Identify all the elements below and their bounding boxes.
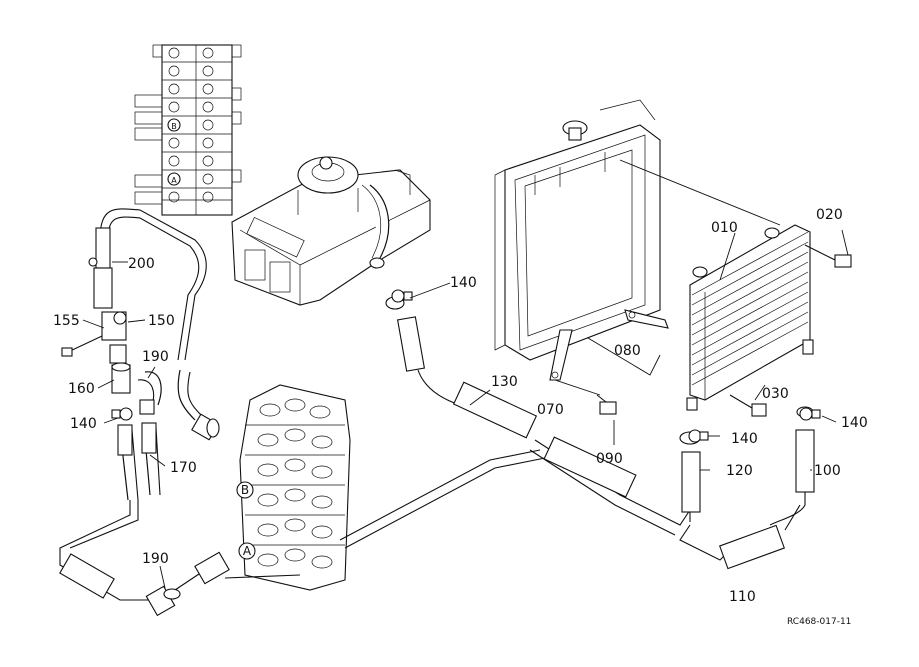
pipe-110	[224, 449, 801, 579]
label-130: 130	[491, 374, 518, 390]
hose-130	[385, 296, 691, 536]
label-160: 160	[68, 381, 95, 397]
hose-clamp-140-left	[111, 407, 133, 421]
inset-port-b-letter: B	[171, 122, 177, 131]
hoses-170	[59, 422, 161, 601]
bolt-020	[804, 244, 852, 268]
label-140-right: 140	[841, 415, 868, 431]
inset-port-a-circle	[167, 172, 181, 186]
label-140-left: 140	[70, 416, 97, 432]
bolt-090	[596, 394, 617, 415]
label-020: 020	[816, 207, 843, 223]
inset-port-a-letter: A	[171, 176, 177, 185]
label-120: 120	[726, 463, 753, 479]
label-090: 090	[596, 451, 623, 467]
label-190-lower: 190	[142, 551, 169, 567]
inset-port-b-circle	[167, 118, 181, 132]
control-valve	[239, 384, 351, 591]
port-b-circle	[236, 481, 254, 499]
adapter-160	[109, 344, 131, 394]
tee-joint-150	[61, 311, 127, 357]
label-110: 110	[729, 589, 756, 605]
hydraulic-tank	[231, 156, 431, 306]
label-100: 100	[814, 463, 841, 479]
label-200: 200	[128, 256, 155, 272]
label-140-upper: 140	[450, 275, 477, 291]
hose-clamp-140-right	[799, 407, 821, 421]
label-070: 070	[537, 402, 564, 418]
label-080: 080	[614, 343, 641, 359]
hose-clamp-140-upper	[391, 289, 413, 303]
bracket-080	[549, 309, 669, 381]
control-valve-stack-inset: B A	[134, 44, 242, 216]
port-b-letter: B	[241, 483, 249, 497]
elbow-190-lower	[145, 551, 230, 617]
oil-cooler	[686, 224, 814, 411]
label-190-upper: 190	[142, 349, 169, 365]
reference-code: RC468-017-11	[787, 617, 851, 627]
label-140-center: 140	[731, 431, 758, 447]
label-170: 170	[170, 460, 197, 476]
radiator	[494, 99, 781, 361]
label-010: 010	[711, 220, 738, 236]
hose-clamp-140-center	[688, 429, 709, 443]
hose-100	[769, 406, 815, 526]
elbow-190-upper	[137, 371, 162, 415]
return-hose-200	[88, 208, 207, 361]
label-155: 155	[53, 313, 80, 329]
label-030: 030	[762, 386, 789, 402]
pipe-to-tank	[177, 369, 220, 441]
port-a-letter: A	[243, 544, 252, 558]
bolt-030	[729, 394, 767, 417]
leader-lines	[82, 229, 849, 589]
hose-120	[679, 431, 701, 522]
port-a-circle	[238, 542, 256, 560]
label-150: 150	[148, 313, 175, 329]
